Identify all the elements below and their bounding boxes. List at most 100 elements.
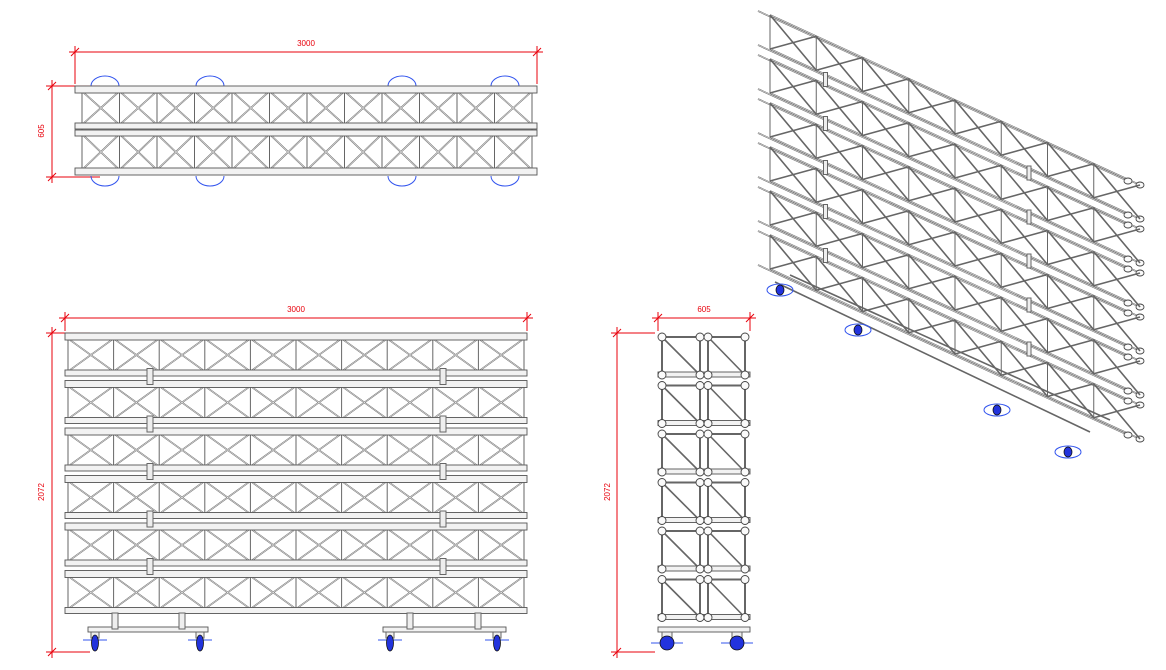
chord-node [740,332,750,342]
iso-connector [1026,341,1032,357]
brace [121,92,156,124]
chord-rail [64,380,528,388]
chord-node [740,613,750,622]
brace [496,92,531,124]
iso-brace [769,79,817,94]
iso-brace [862,77,909,93]
caster-outline [90,75,120,87]
iso-brace [1001,317,1048,333]
iso-brace [1047,294,1094,310]
iso-brace [1001,361,1048,377]
iso-brace [1001,273,1048,289]
brace [271,92,306,124]
brace [252,577,295,608]
chord-rail [64,475,528,483]
connector [439,558,447,575]
brace [661,481,701,522]
chord-rail [64,369,528,377]
brace [343,339,386,371]
brace [389,529,431,561]
brace [434,482,477,513]
iso-brace [816,144,863,160]
chord-node [740,478,750,487]
brace [343,434,386,466]
brace [206,529,249,561]
connector [146,463,154,480]
connector [439,510,447,528]
brace [389,577,431,608]
brace [297,434,340,466]
rail-end [1123,343,1133,351]
brace [206,577,249,608]
front-view [46,312,533,658]
iso-base-rail [774,281,1091,433]
chord-node [657,467,667,477]
rail-end [1123,387,1133,395]
brace [69,387,112,418]
chord-node [695,516,705,525]
rail-end [1123,397,1133,405]
chord-rail [74,85,538,94]
iso-brace [862,165,909,181]
brace [458,92,493,124]
chord-node [695,370,705,380]
iso-brace [1047,250,1094,266]
chord-node [695,564,705,574]
brace [480,339,523,371]
iso-base-rail [789,274,1111,421]
chord-rail [64,522,528,531]
caster-outline [490,75,520,87]
chord-node [703,516,713,525]
caster-outline [844,323,872,337]
caster-outline [195,175,225,187]
caster-outline [766,283,794,297]
chord-rail [64,332,528,341]
brace [115,434,158,466]
caster-outline [90,175,120,187]
chord-node [740,516,750,525]
brace [115,387,158,418]
brace [297,482,340,513]
connector [439,415,447,433]
chord-node [657,575,667,584]
brace [69,434,112,466]
chord-node [703,575,713,584]
chord-rail [64,417,528,424]
iso-brace [862,121,909,137]
chord-node [740,467,750,477]
brace [707,384,746,425]
caster-wheel [729,635,745,651]
front-width-dimension: 3000 [287,305,305,314]
iso-connector [823,116,828,131]
chord-node [657,370,667,380]
brace [389,434,431,466]
brace [434,387,477,418]
chord-node [657,429,667,439]
chord-node [695,526,705,536]
iso-connector [1026,165,1032,181]
brace [297,529,340,561]
iso-brace [862,253,909,269]
iso-brace [1093,316,1141,331]
brace [496,135,531,169]
chord-node [695,429,705,439]
brace [161,577,203,608]
caster-wheel [1063,446,1073,458]
connector [439,463,447,480]
base-frame [87,626,209,633]
brace [480,387,523,418]
brace [661,336,701,376]
caster-wheel [196,634,204,652]
brace [161,529,203,561]
iso-brace [954,296,1002,311]
caster-wheel [386,634,394,652]
brace [115,529,158,561]
caster-wheel [775,284,785,296]
top-width-dimension: 3000 [297,39,315,48]
iso-brace [954,164,1002,179]
iso-brace [1093,360,1141,375]
iso-brace [769,211,817,226]
chord-rail [64,512,528,519]
caster-wheel [853,324,863,336]
brace [308,92,343,124]
